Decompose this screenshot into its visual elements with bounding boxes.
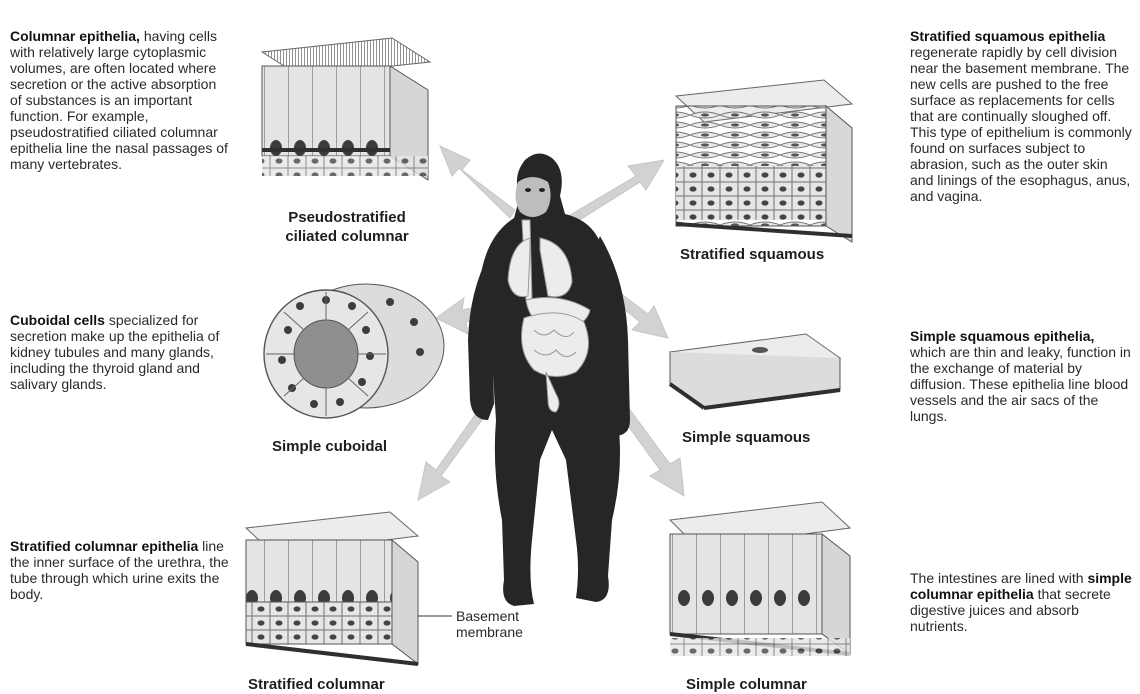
arrow-to-pseudostratified: [440, 146, 515, 218]
label-stratified-columnar: Stratified columnar: [248, 675, 385, 694]
tissue-simple-cuboidal: [264, 284, 444, 418]
label-basement-membrane-line2: membrane: [456, 624, 546, 640]
desc-stratified-squamous: Stratified squamous epithelia regenerate…: [910, 28, 1132, 204]
desc-simple-columnar: The intestines are lined with simple col…: [910, 570, 1132, 634]
desc-simple-squamous: Simple squamous epithelia, which are thi…: [910, 328, 1132, 424]
label-simple-squamous: Simple squamous: [682, 428, 810, 447]
desc-stratified-columnar-bold: Stratified columnar epithelia: [10, 538, 198, 554]
tissue-simple-columnar: [670, 502, 850, 656]
label-pseudostratified-line1: Pseudostratified: [262, 208, 432, 227]
desc-stratified-squamous-text: regenerate rapidly by cell division near…: [910, 44, 1132, 204]
desc-stratified-squamous-bold: Stratified squamous epithelia: [910, 28, 1105, 44]
label-simple-cuboidal: Simple cuboidal: [272, 437, 387, 456]
label-basement-membrane: Basement membrane: [456, 608, 546, 640]
desc-cuboidal-bold: Cuboidal cells: [10, 312, 105, 328]
tissue-stratified-columnar: [246, 512, 452, 664]
desc-columnar-text: having cells with relatively large cytop…: [10, 28, 228, 172]
desc-simple-columnar-pre: The intestines are lined with: [910, 570, 1084, 586]
desc-columnar-bold: Columnar epithelia,: [10, 28, 140, 44]
label-pseudostratified: Pseudostratified ciliated columnar: [262, 208, 432, 246]
label-basement-membrane-line1: Basement: [456, 608, 546, 624]
desc-simple-squamous-text: which are thin and leaky, function in th…: [910, 344, 1131, 424]
arrow-to-stratified-squamous: [565, 160, 664, 226]
tissue-simple-squamous: [670, 334, 840, 408]
primate-figure: [468, 153, 630, 606]
tissue-pseudostratified: [262, 38, 430, 180]
label-stratified-squamous: Stratified squamous: [680, 245, 824, 264]
desc-columnar: Columnar epithelia, having cells with re…: [10, 28, 230, 172]
tissue-stratified-squamous: [676, 80, 852, 242]
label-pseudostratified-line2: ciliated columnar: [262, 227, 432, 246]
desc-cuboidal: Cuboidal cells specialized for secretion…: [10, 312, 232, 392]
label-simple-columnar: Simple columnar: [686, 675, 807, 694]
desc-stratified-columnar: Stratified columnar epithelia line the i…: [10, 538, 242, 602]
desc-simple-squamous-bold: Simple squamous epithelia,: [910, 328, 1094, 344]
